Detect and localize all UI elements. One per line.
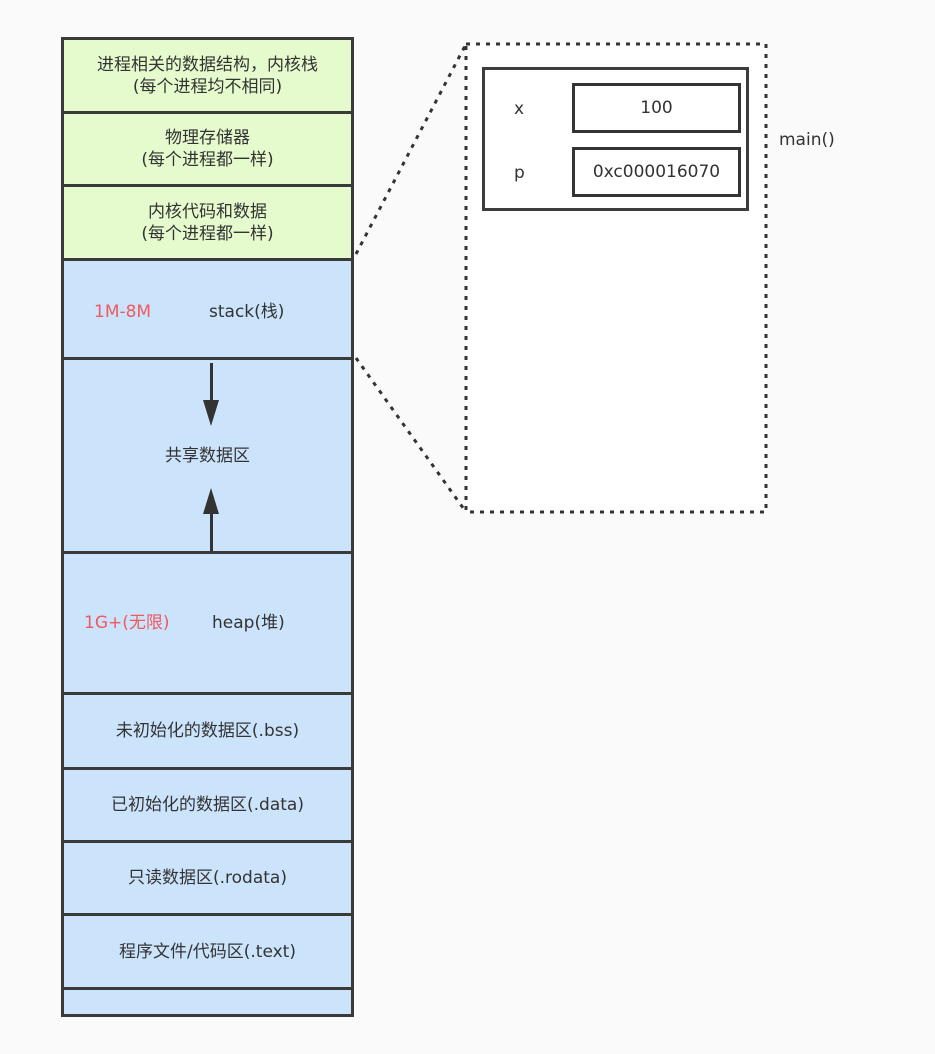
section-bottom [64,990,351,1014]
section-rodata: 只读数据区(.rodata) [64,843,351,916]
shared-data-label: 共享数据区 [165,445,250,466]
section-title: 进程相关的数据结构，内核栈 [97,54,318,75]
section-title: 内核代码和数据 [148,201,267,222]
section-kernel-structs: 进程相关的数据结构，内核栈 (每个进程均不相同) [64,40,351,114]
connector-line-top [354,43,468,255]
heap-size-label: 1G+(无限) [84,613,170,633]
variable-value-text: 100 [640,98,673,118]
data-label: 已初始化的数据区(.data) [111,795,304,815]
section-shared-data: 共享数据区 [64,360,351,554]
section-subtitle: (每个进程都一样) [141,223,274,244]
stack-growth-arrow-line [210,363,213,403]
rodata-label: 只读数据区(.rodata) [128,868,287,888]
arrow-down-icon [203,400,219,426]
variable-value-x: 100 [572,83,741,133]
stack-size-label: 1M-8M [94,302,152,322]
section-text: 程序文件/代码区(.text) [64,916,351,990]
bss-label: 未初始化的数据区(.bss) [115,721,300,741]
variable-value-text: 0xc000016070 [592,162,721,182]
section-heap: 1G+(无限) heap(堆) [64,554,351,695]
variable-value-p: 0xc000016070 [572,147,741,197]
connector-line-bottom [354,357,468,513]
variable-name-x: x [514,99,525,119]
text-label: 程序文件/代码区(.text) [119,941,296,962]
heap-growth-arrow-line [210,512,213,551]
section-data: 已初始化的数据区(.data) [64,770,351,843]
arrow-up-icon [203,488,219,514]
section-subtitle: (每个进程都一样) [141,150,274,170]
heap-label: heap(堆) [212,613,285,633]
function-label: main() [779,130,835,150]
stack-label: stack(栈) [209,302,285,322]
process-memory-layout: 进程相关的数据结构，内核栈 (每个进程均不相同) 物理存储器 (每个进程都一样)… [61,37,354,1017]
section-kernel-code: 内核代码和数据 (每个进程都一样) [64,187,351,261]
section-subtitle: (每个进程均不相同) [132,76,283,97]
section-title: 物理存储器 [165,128,250,148]
section-bss: 未初始化的数据区(.bss) [64,695,351,770]
section-physical-storage: 物理存储器 (每个进程都一样) [64,114,351,187]
section-stack: 1M-8M stack(栈) [64,261,351,360]
variable-name-p: p [514,163,525,183]
